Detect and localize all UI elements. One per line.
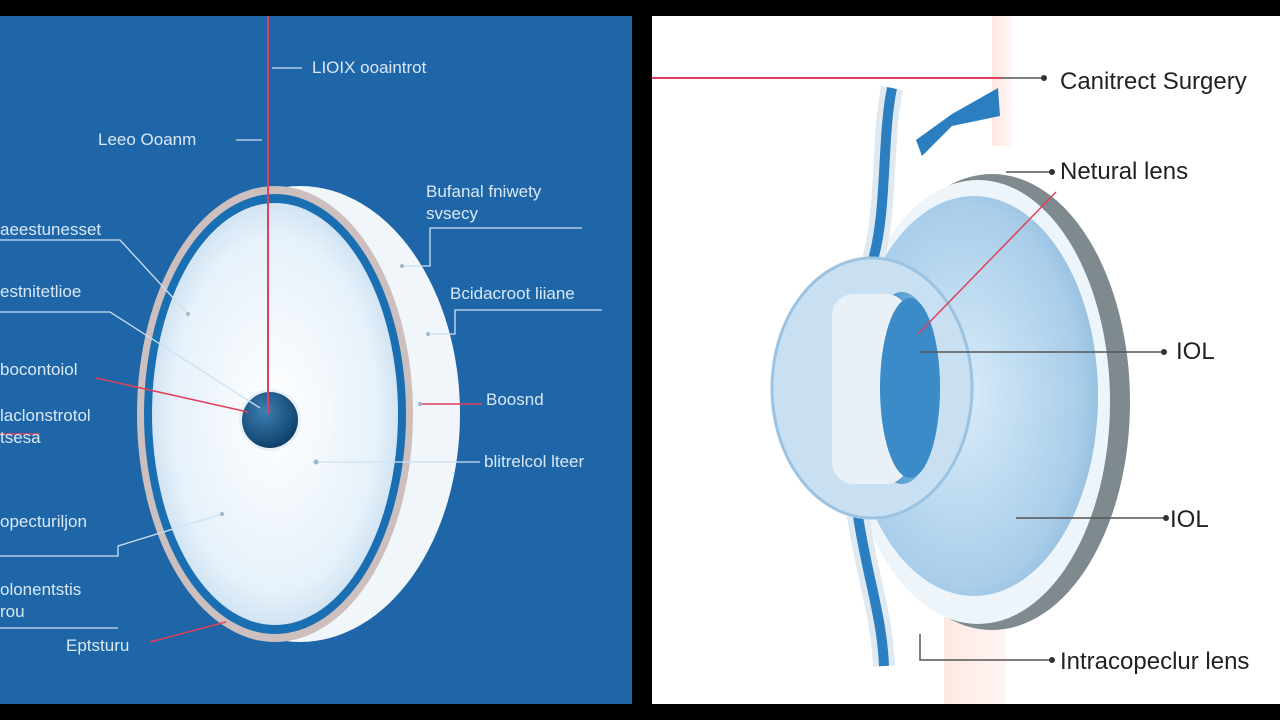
leader-right-1	[402, 227, 582, 267]
front-lens-illustration	[0, 16, 602, 643]
label-lens-top: Leeo Ooanm	[98, 130, 197, 149]
label-top: LIOIX ooaintrot	[312, 58, 427, 77]
label-left-6-line2: rou	[0, 602, 25, 621]
leader-left-2	[0, 311, 261, 409]
label-right-1-line1: Bufanal fniwety	[426, 182, 542, 201]
red-pointer-natural-lens	[917, 191, 1057, 335]
anchor-dot	[400, 264, 404, 268]
lens-center-nucleus	[242, 392, 298, 448]
iol-optic-front	[880, 298, 940, 478]
label-iol-2: IOL	[1170, 506, 1209, 533]
anchor-dot	[426, 332, 430, 336]
label-cataract-surgery: Canitrect Surgery	[1060, 68, 1247, 95]
label-right-4: blitrelcol lteer	[484, 452, 585, 471]
leader-end-dot	[1049, 657, 1055, 663]
side-iol-illustration	[652, 16, 1169, 704]
label-left-6-line1: olonentstis	[0, 580, 82, 599]
anchor-dot	[313, 459, 319, 465]
haptic-hook	[916, 88, 1000, 156]
label-natural-lens: Netural lens	[1060, 158, 1189, 185]
leader-left-5	[0, 513, 223, 557]
label-right-3: Boosnd	[486, 390, 544, 409]
glow-strip-top	[992, 16, 1012, 146]
anchor-dot	[220, 512, 224, 516]
leader-end-dot	[1041, 75, 1047, 81]
label-bottom: Eptsturu	[66, 636, 130, 655]
leader-right-2	[428, 309, 602, 335]
leader-end-dot	[1161, 349, 1167, 355]
red-pointer-left-3	[95, 377, 249, 413]
left-lens-diagram-panel: LIOIX ooaintrot Leeo Ooanm Bufanal fniwe…	[0, 16, 632, 704]
leader-end-dot	[1049, 169, 1055, 175]
label-right-1-line2: svsecy	[426, 204, 478, 223]
leader-intraocular	[919, 634, 1050, 661]
right-iol-diagram-panel: Canitrect Surgery Netural lens IOL IOL I…	[652, 16, 1280, 704]
label-left-4-line1: laclonstrotol	[0, 406, 91, 425]
leader-end-dot	[1163, 515, 1169, 521]
label-left-5: opecturiljon	[0, 512, 87, 531]
label-intraocular-lens: Intracopeclur lens	[1060, 648, 1250, 675]
label-iol-1: IOL	[1176, 338, 1215, 365]
red-pointer-bottom	[149, 621, 227, 643]
leader-left-1	[0, 239, 189, 315]
label-left-4-line2: tsesa	[0, 428, 41, 447]
label-left-1: aeestunesset	[0, 220, 102, 239]
label-right-2: Bcidacroot liiane	[450, 284, 575, 303]
anchor-dot	[186, 312, 190, 316]
label-left-2: estnitetlioe	[0, 282, 82, 301]
anchor-dot	[418, 402, 422, 406]
label-left-3: bocontoiol	[0, 360, 78, 379]
